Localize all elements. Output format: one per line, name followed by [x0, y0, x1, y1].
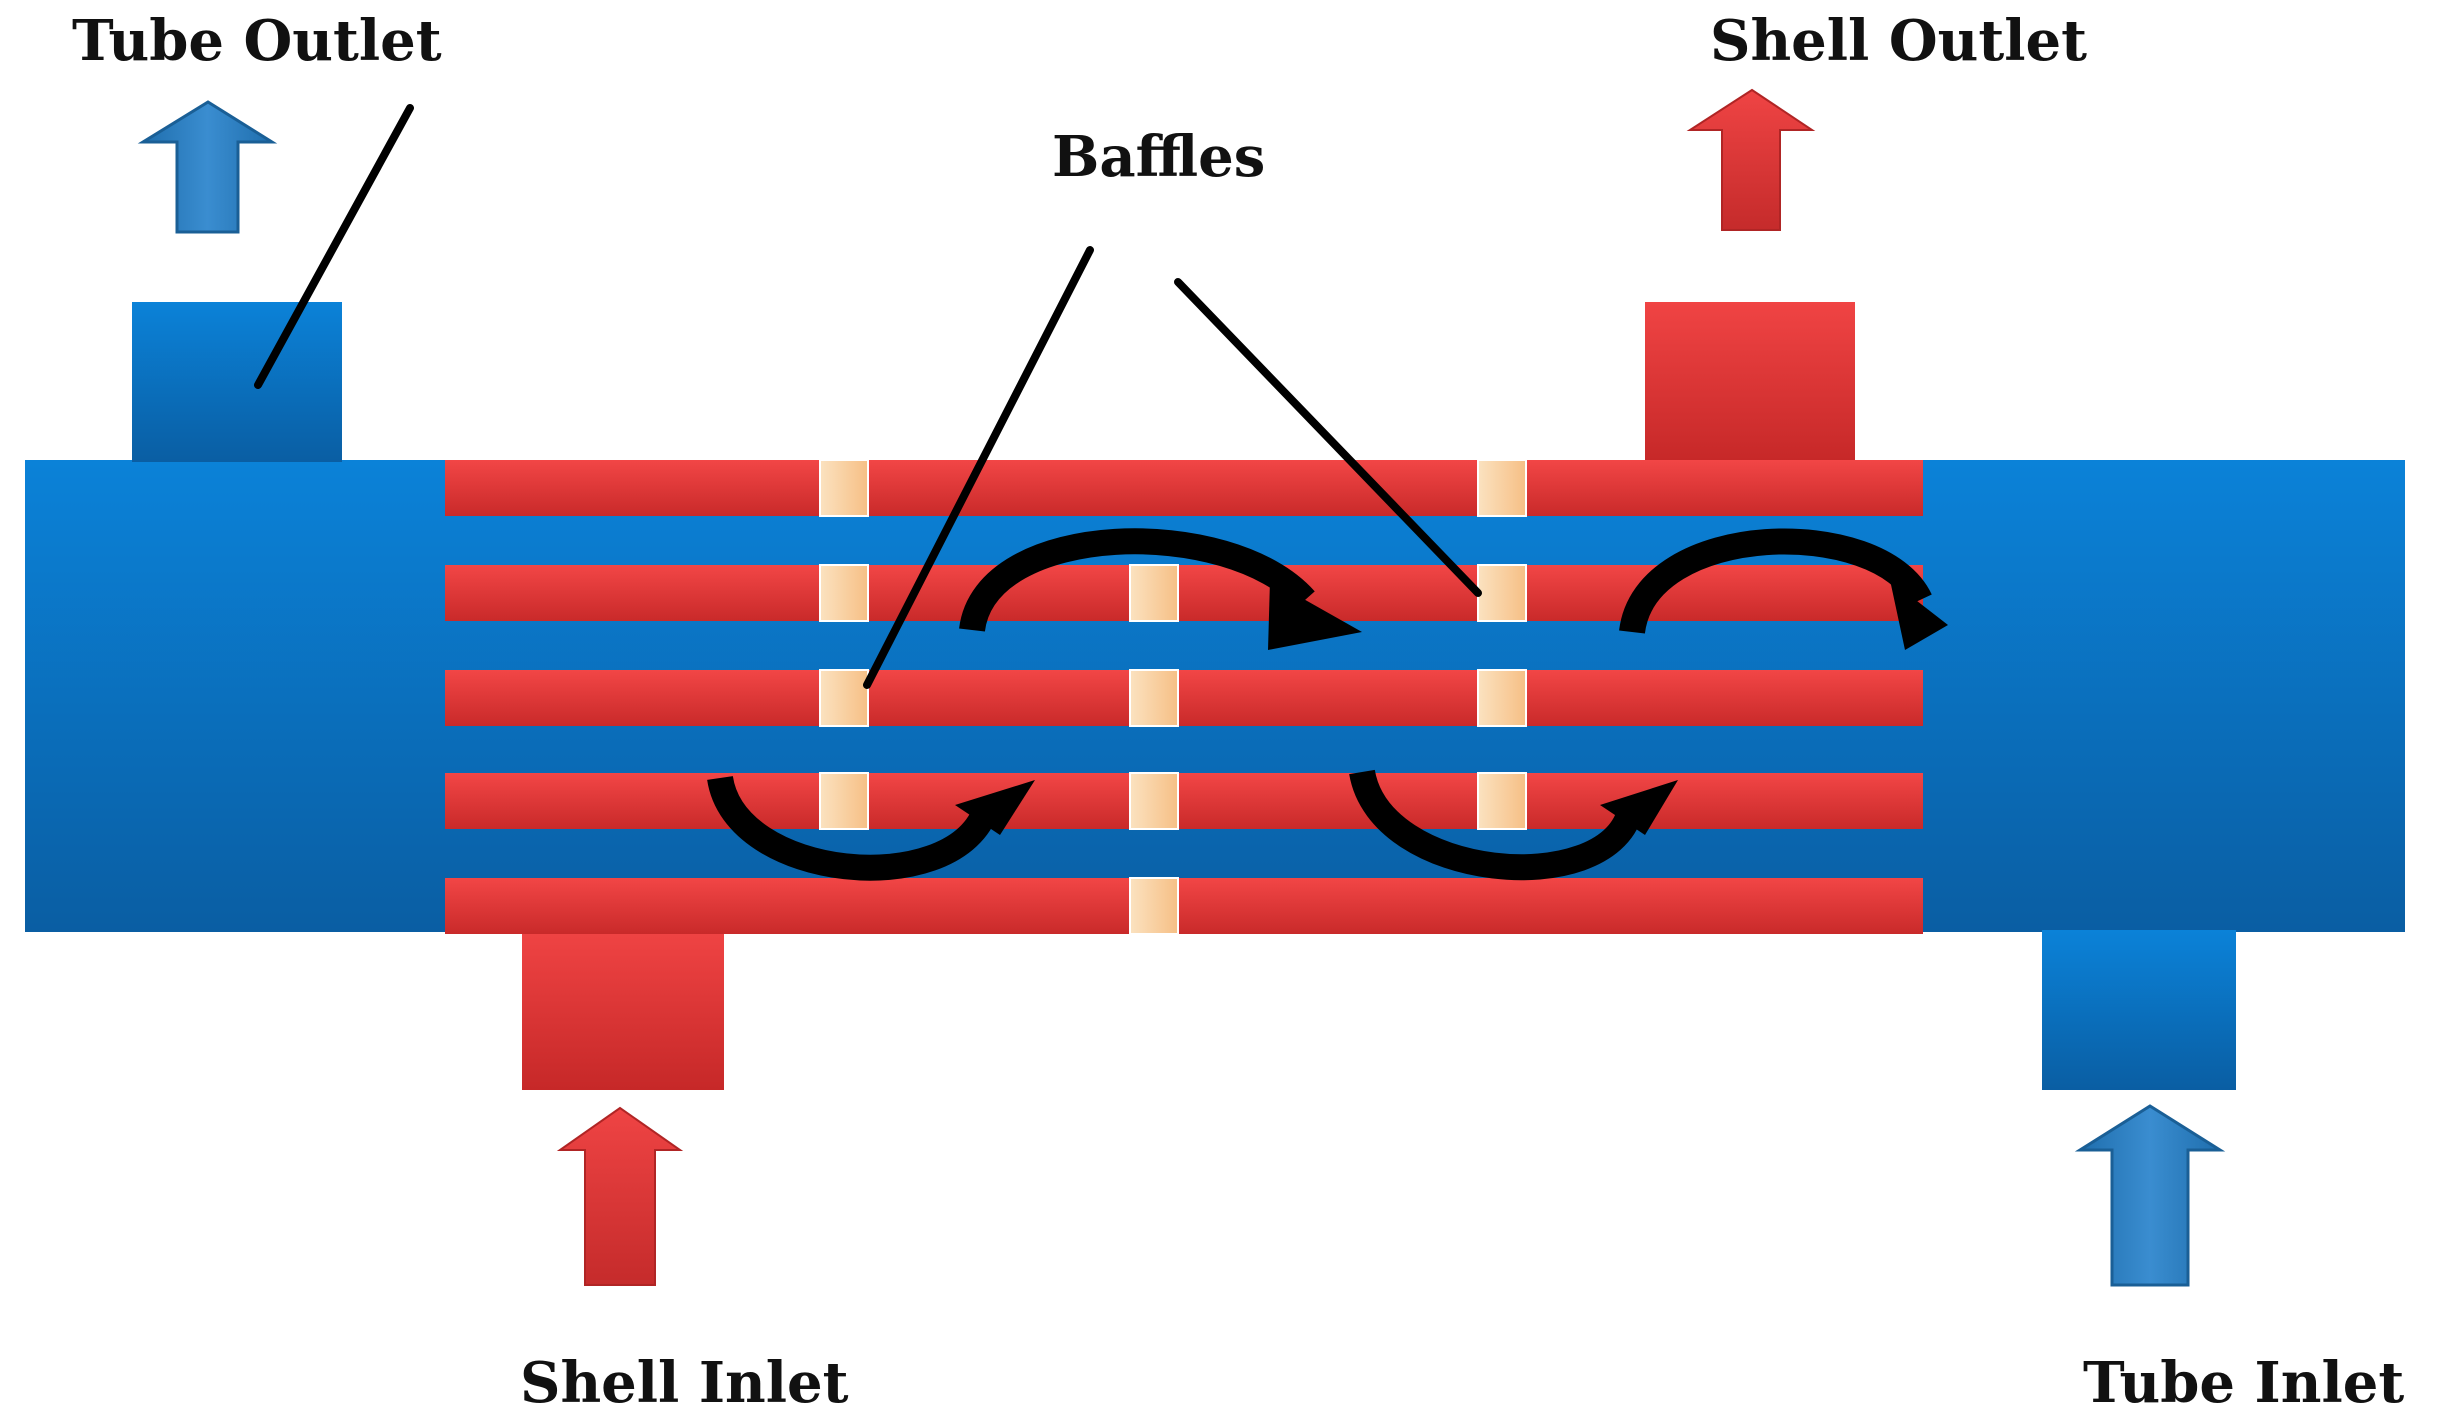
tube-5	[445, 878, 1923, 934]
shell-inlet-arrow-icon	[556, 1106, 684, 1286]
tube-bundle	[445, 460, 1923, 934]
baffles	[819, 459, 1527, 935]
baffle-segment	[819, 459, 869, 517]
flow-arc-icon	[1349, 768, 1643, 881]
tube-3	[445, 670, 1923, 726]
baffle-segment	[819, 772, 869, 830]
tube-2	[445, 565, 1923, 621]
baffles-leader-line	[863, 246, 1094, 689]
flow-arrowhead-icon	[1890, 580, 1948, 650]
baffle-segment	[1129, 877, 1179, 935]
tube-1	[445, 460, 1923, 516]
baffle-segment	[1129, 772, 1179, 830]
baffle-segment	[1129, 669, 1179, 727]
baffle-segment	[819, 564, 869, 622]
tube-inlet-nozzle	[2042, 930, 2236, 1090]
flow-arc-icon	[707, 775, 998, 881]
tube-outlet-leader-line	[254, 104, 414, 389]
baffle-segment	[1477, 669, 1527, 727]
baffle-segment	[1477, 772, 1527, 830]
shell-flow-arrows	[707, 528, 1948, 881]
shell-outlet-arrow-icon	[1686, 88, 1816, 231]
tube-outlet-label: Tube Outlet	[72, 8, 442, 74]
tube-outlet-nozzle	[132, 302, 342, 462]
baffle-segment	[819, 669, 869, 727]
shell-inlet-label: Shell Inlet	[520, 1350, 849, 1416]
flow-arrowhead-icon	[955, 780, 1035, 835]
baffle-segment	[1477, 459, 1527, 517]
tube-outlet-arrow-icon	[137, 100, 278, 234]
flow-arc-icon	[959, 528, 1315, 633]
baffles-label: Baffles	[1052, 124, 1265, 190]
tube-4	[445, 773, 1923, 829]
tube-inlet-arrow-icon	[2074, 1104, 2226, 1287]
leader-lines	[254, 104, 1482, 689]
shell-outlet-label: Shell Outlet	[1710, 8, 2087, 74]
flow-arrowhead-icon	[1600, 780, 1678, 835]
flow-arrowhead-icon	[1268, 580, 1362, 650]
baffle-segment	[1477, 564, 1527, 622]
shell-outlet-nozzle	[1645, 302, 1855, 462]
flow-arc-icon	[1619, 528, 1932, 635]
baffles-leader-line	[1174, 278, 1482, 597]
shell-inlet-nozzle	[522, 930, 724, 1090]
tube-inlet-label: Tube Inlet	[2083, 1350, 2404, 1416]
baffle-segment	[1129, 564, 1179, 622]
